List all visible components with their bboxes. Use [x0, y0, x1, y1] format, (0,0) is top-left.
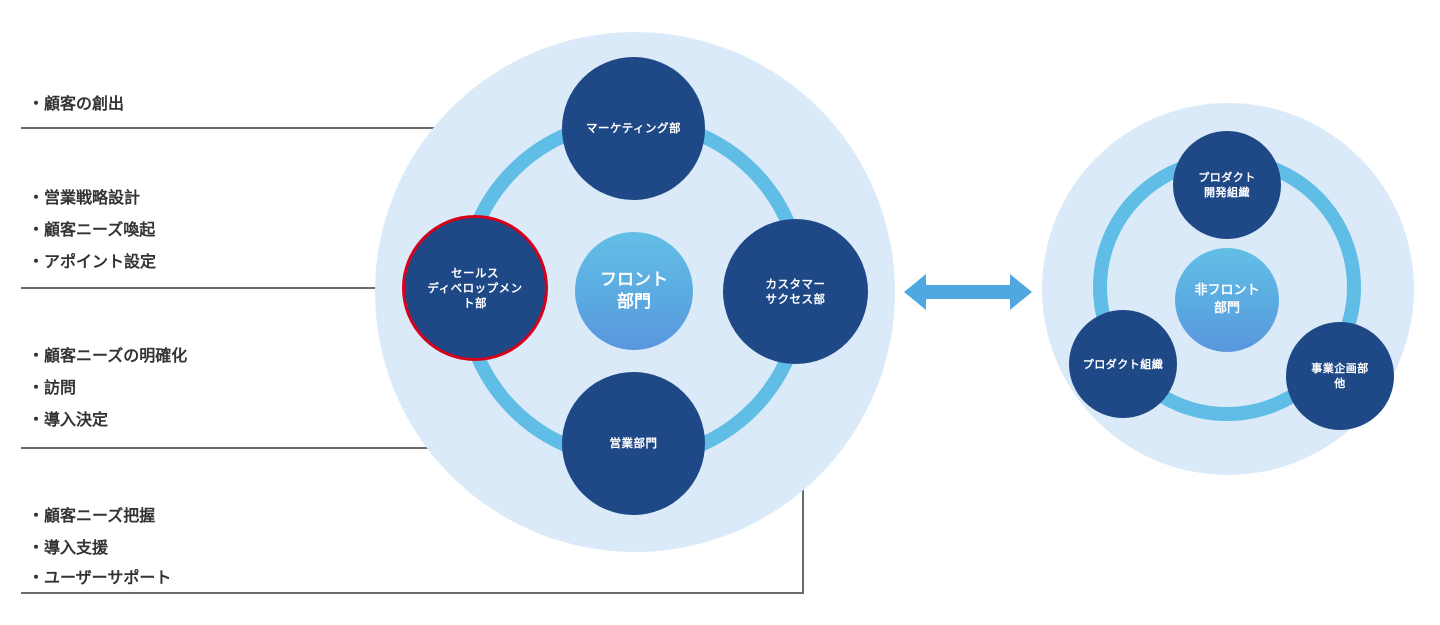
node-marketing: マーケティング部	[562, 57, 705, 200]
non-front-center: 非フロント 部門	[1175, 248, 1279, 352]
node-product-dev: プロダクト 開発組織	[1173, 131, 1281, 239]
node-customer-success: カスタマー サクセス部	[723, 219, 868, 364]
role-sdr-2: ・顧客ニーズ喚起	[28, 220, 156, 239]
role-marketing-1: ・顧客の創出	[28, 94, 125, 113]
role-sdr-1: ・営業戦略設計	[28, 188, 141, 207]
role-cs-1: ・顧客ニーズ把握	[28, 506, 156, 525]
role-cs-3: ・ユーザーサポート	[28, 568, 172, 587]
role-sales-1: ・顧客ニーズの明確化	[28, 346, 188, 365]
connector-sdr	[21, 287, 405, 289]
front-center: フロント 部門	[575, 232, 693, 350]
connector-sales	[21, 447, 566, 449]
role-cs-2: ・導入支援	[28, 538, 109, 557]
node-product: プロダクト組織	[1069, 310, 1177, 418]
connector-marketing	[21, 127, 557, 129]
role-sales-2: ・訪問	[28, 378, 77, 397]
node-sdr-highlighted: セールス ディベロップメン ト部	[402, 215, 548, 361]
role-sales-3: ・導入決定	[28, 410, 109, 429]
node-sales: 営業部門	[562, 372, 705, 515]
double-arrow-icon	[904, 274, 1032, 310]
role-sdr-3: ・アポイント設定	[28, 252, 157, 271]
node-business-planning: 事業企画部 他	[1286, 322, 1394, 430]
connector-cs	[21, 592, 804, 594]
